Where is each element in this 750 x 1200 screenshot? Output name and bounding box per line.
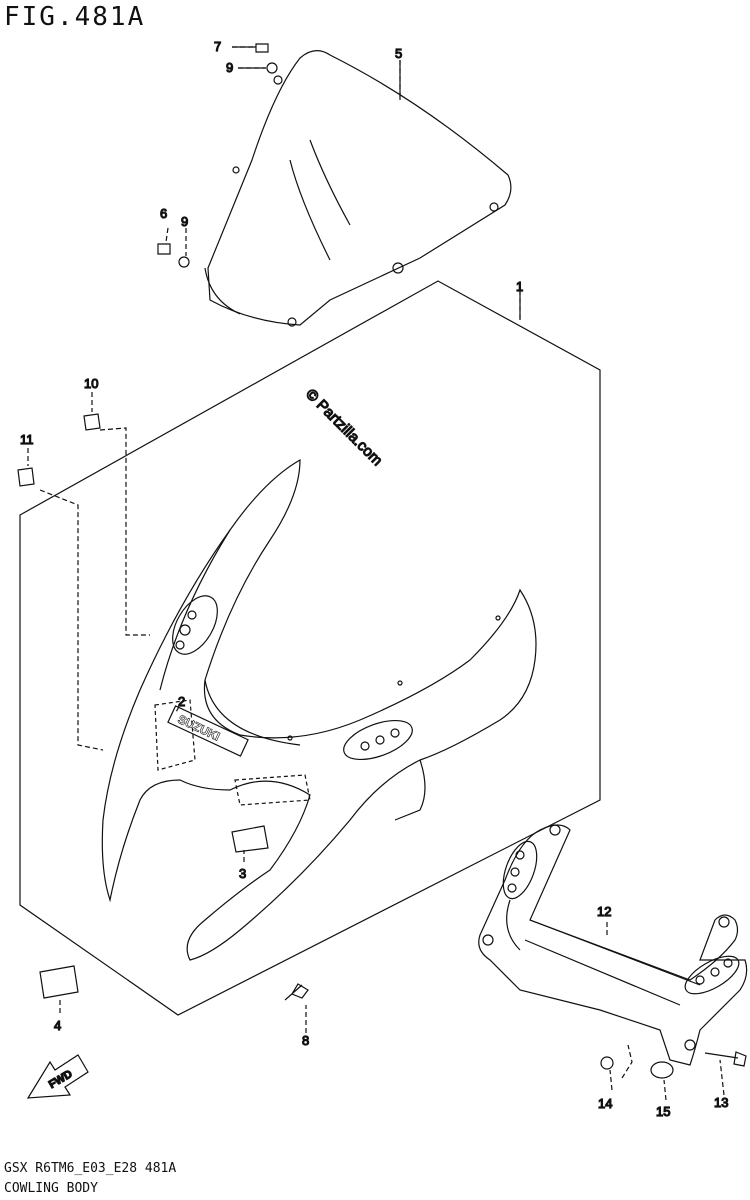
callout-15: 15 <box>656 1104 670 1119</box>
decal-2-dashed <box>154 699 196 771</box>
windscreen[interactable] <box>204 50 512 327</box>
decal-3-dashed <box>234 774 311 806</box>
callout-2: 2 <box>178 694 185 709</box>
nut-9-top[interactable] <box>266 62 278 74</box>
callout-4: 4 <box>54 1018 61 1033</box>
clip-10[interactable] <box>83 413 101 431</box>
bolt-13[interactable] <box>704 1051 747 1067</box>
figure-subtitle: COWLING BODY <box>4 1181 98 1196</box>
screw-8[interactable] <box>284 983 309 1001</box>
watermark: © Partzilla.com <box>302 386 385 469</box>
screw-7[interactable] <box>255 43 269 53</box>
callout-7: 7 <box>214 39 221 54</box>
callout-11: 11 <box>20 432 34 447</box>
callout-9-side: 9 <box>181 214 188 229</box>
screw-6[interactable] <box>157 243 171 255</box>
fwd-arrow-icon: FWD <box>26 1054 89 1099</box>
cowling-body[interactable] <box>101 458 537 961</box>
nut-14[interactable] <box>600 1056 614 1070</box>
figure-title: FIG.481A <box>4 2 146 32</box>
callout-14: 14 <box>598 1096 612 1111</box>
callout-6: 6 <box>160 206 167 221</box>
callout-3: 3 <box>239 866 246 881</box>
callout-1: 1 <box>516 279 523 294</box>
callout-5: 5 <box>395 46 402 61</box>
clip-11[interactable] <box>17 467 35 487</box>
suzuki-emblem[interactable]: SUZUKI <box>167 705 249 757</box>
decal-4 <box>39 965 79 999</box>
callout-10: 10 <box>84 376 98 391</box>
callout-8: 8 <box>302 1033 309 1048</box>
assembly-outline <box>19 280 601 1016</box>
model-code: GSX R6TM6_E03_E28 481A <box>4 1161 177 1176</box>
callout-9-top: 9 <box>226 60 233 75</box>
callout-13: 13 <box>714 1095 728 1110</box>
grommet-15[interactable] <box>650 1061 674 1079</box>
nut-9-side[interactable] <box>178 256 190 268</box>
leader-lines-solid <box>232 46 521 320</box>
callout-12: 12 <box>597 904 611 919</box>
mounting-bracket[interactable] <box>478 824 748 1066</box>
decal-3 <box>231 825 269 853</box>
leader-lines <box>27 46 725 1101</box>
